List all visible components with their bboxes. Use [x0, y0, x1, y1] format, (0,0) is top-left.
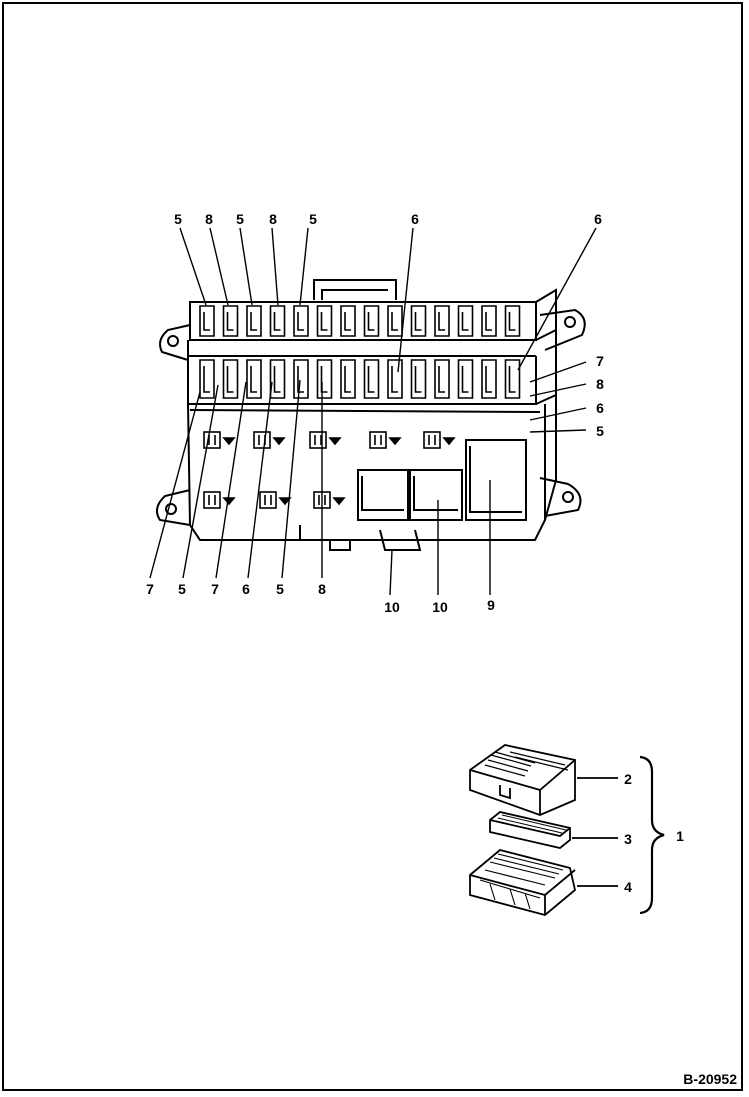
callout-right: 5 — [596, 423, 604, 439]
callout-exploded: 4 — [624, 879, 632, 895]
fuse-upper — [363, 305, 380, 337]
callout-group: 1 — [676, 828, 684, 844]
callout-top: 5 — [174, 211, 182, 227]
callout-bottom: 10 — [384, 599, 400, 615]
callout-top: 6 — [411, 211, 419, 227]
fuse-upper — [457, 305, 474, 337]
fuse-lower — [316, 359, 333, 399]
callout-bottom: 7 — [211, 581, 219, 597]
exploded-view — [469, 744, 665, 916]
fuse-lower — [504, 359, 521, 399]
callout-bottom: 6 — [242, 581, 250, 597]
callout-bottom: 7 — [146, 581, 154, 597]
fuse-lower — [246, 359, 262, 399]
fuse-lower — [481, 359, 497, 399]
upper-fuse-row — [199, 305, 521, 337]
fuse-lower — [269, 359, 286, 399]
callout-right: 8 — [596, 376, 604, 392]
large-connectors — [299, 439, 527, 551]
relay-socket — [423, 431, 441, 449]
fuse-upper — [481, 305, 497, 337]
callout-top: 8 — [205, 211, 213, 227]
fuse-upper — [504, 305, 521, 337]
fuse-upper — [340, 305, 356, 337]
callout-right: 6 — [596, 400, 604, 416]
exploded-callouts: 2 3 4 1 — [624, 771, 684, 895]
leader-lines — [149, 227, 597, 596]
fuse-lower — [434, 359, 450, 399]
relay-socket — [253, 431, 271, 449]
cover-part — [469, 744, 576, 816]
fuse-carrier-part — [489, 811, 571, 849]
figure-id: B-20952 — [683, 1071, 737, 1087]
fuse-upper — [199, 305, 215, 337]
base-part — [469, 849, 576, 916]
fuse-lower — [410, 359, 427, 399]
callout-bottom: 5 — [276, 581, 284, 597]
fuse-lower — [222, 359, 239, 399]
fuse-upper — [316, 305, 333, 337]
fuse-lower — [363, 359, 380, 399]
fuse-upper — [222, 305, 239, 337]
callout-top: 6 — [594, 211, 602, 227]
callout-bottom: 10 — [432, 599, 448, 615]
connector-10-left — [357, 469, 409, 521]
connector-9 — [465, 439, 527, 521]
callout-bottom: 5 — [178, 581, 186, 597]
fuse-lower — [340, 359, 356, 399]
callout-exploded: 2 — [624, 771, 632, 787]
callout-labels: 5 8 5 8 5 6 6 7 8 6 5 7 5 7 6 5 8 10 10 9 — [146, 211, 604, 615]
relay-socket — [369, 431, 387, 449]
connector-10-right — [409, 469, 463, 521]
relay-socket — [203, 491, 221, 509]
fuse-lower — [199, 359, 215, 399]
fuse-upper — [434, 305, 450, 337]
fuse-upper — [410, 305, 427, 337]
callout-bottom: 9 — [487, 597, 495, 613]
fuse-lower — [457, 359, 474, 399]
fuse-upper — [293, 305, 309, 337]
callout-right: 7 — [596, 353, 604, 369]
fuse-lower — [387, 359, 403, 399]
callout-top: 8 — [269, 211, 277, 227]
relay-socket — [259, 491, 277, 509]
fuse-lower — [293, 359, 309, 399]
callout-bottom: 8 — [318, 581, 326, 597]
callout-exploded: 3 — [624, 831, 632, 847]
lower-fuse-row — [199, 359, 521, 399]
fuse-relay-box — [155, 279, 586, 541]
fuse-upper — [269, 305, 286, 337]
callout-top: 5 — [236, 211, 244, 227]
fuse-upper — [387, 305, 403, 337]
callout-top: 5 — [309, 211, 317, 227]
fuse-upper — [246, 305, 262, 337]
relay-socket — [309, 431, 327, 449]
